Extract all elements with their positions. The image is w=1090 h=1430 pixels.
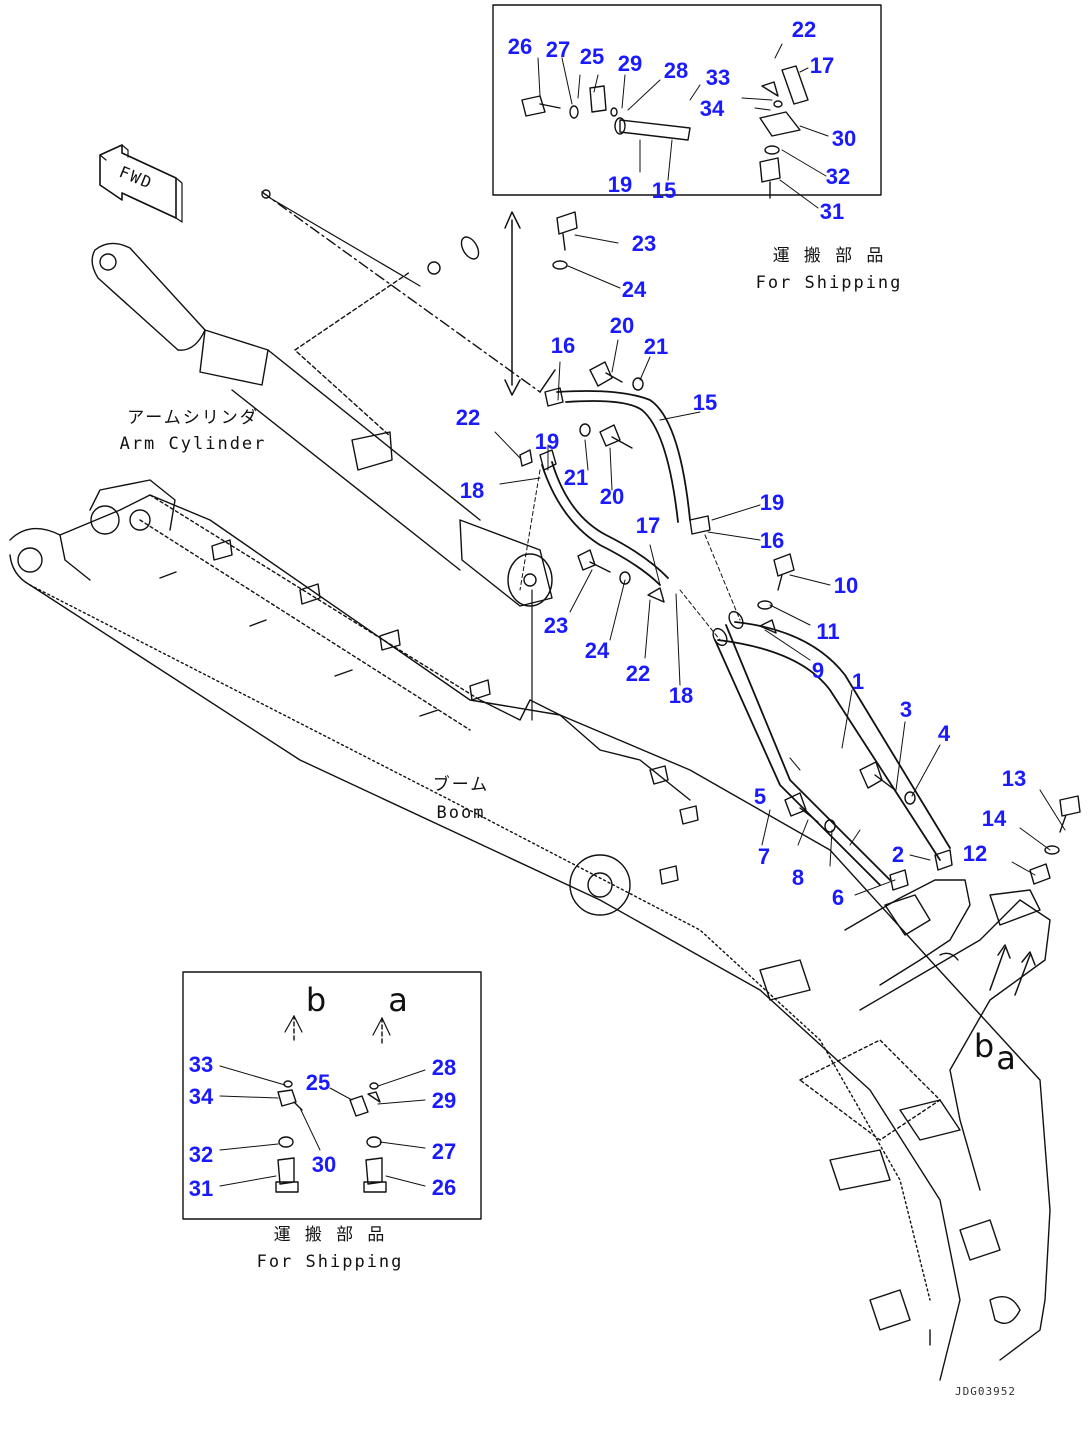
hose-assembly-15: [556, 390, 691, 523]
tube-assembly-1-5: [712, 610, 951, 886]
drawing-code: JDG03952: [955, 1385, 1016, 1398]
callout-30[interactable]: 30: [831, 126, 857, 151]
callout-26[interactable]: 26: [431, 1175, 457, 1200]
view-b-letter: b: [305, 981, 327, 1019]
arm-cylinder-label-jp: アームシリンダ: [127, 408, 259, 428]
view-a-letter: a: [388, 981, 408, 1019]
shipping-detail-box-bottom: [182, 971, 482, 1220]
callout-9[interactable]: 9: [811, 658, 825, 683]
callout-33[interactable]: 33: [705, 65, 731, 90]
callout-15[interactable]: 15: [692, 390, 718, 415]
callout-29[interactable]: 29: [617, 51, 643, 76]
fasteners-main: [519, 211, 1081, 891]
fwd-arrow-icon: [99, 144, 183, 223]
callout-21[interactable]: 21: [643, 334, 669, 359]
callout-26[interactable]: 26: [507, 34, 533, 59]
callout-1[interactable]: 1: [851, 669, 865, 694]
callout-13[interactable]: 13: [1001, 766, 1027, 791]
callout-17[interactable]: 17: [809, 53, 835, 78]
pipe-mount-bracket: [844, 879, 1041, 986]
callout-14[interactable]: 14: [981, 806, 1007, 831]
callout-7[interactable]: 7: [757, 844, 771, 869]
callout-23[interactable]: 23: [631, 231, 657, 256]
shipping-label-en-top: For Shipping: [755, 273, 903, 293]
boom-label-en: Boom: [436, 803, 486, 823]
arm-cylinder-label-en: Arm Cylinder: [119, 434, 267, 454]
callout-27[interactable]: 27: [431, 1139, 457, 1164]
callout-2[interactable]: 2: [891, 842, 905, 867]
callout-28[interactable]: 28: [663, 58, 689, 83]
shipping-label-jp-top: 運 搬 部 品: [772, 246, 886, 266]
callout-24[interactable]: 24: [584, 638, 610, 663]
callout-25[interactable]: 25: [579, 44, 605, 69]
marker-a-letter: a: [996, 1039, 1016, 1077]
callout-18[interactable]: 18: [459, 478, 485, 503]
callout-5[interactable]: 5: [753, 784, 767, 809]
callout-31[interactable]: 31: [188, 1176, 214, 1201]
callout-19[interactable]: 19: [759, 490, 785, 515]
callout-32[interactable]: 32: [825, 164, 851, 189]
callout-4[interactable]: 4: [937, 721, 951, 746]
boom-label-jp: ブーム: [432, 775, 490, 795]
callout-10[interactable]: 10: [833, 573, 859, 598]
top-detail-parts: [521, 43, 829, 209]
callout-27[interactable]: 27: [545, 37, 571, 62]
callout-25[interactable]: 25: [305, 1070, 331, 1095]
callout-29[interactable]: 29: [431, 1088, 457, 1113]
callout-22[interactable]: 22: [791, 17, 817, 42]
callout-19[interactable]: 19: [534, 429, 560, 454]
callout-3[interactable]: 3: [899, 697, 913, 722]
shipping-detail-box-top: [492, 4, 882, 196]
callout-16[interactable]: 16: [759, 528, 785, 553]
callout-11[interactable]: 11: [816, 619, 840, 644]
callout-21[interactable]: 21: [563, 465, 589, 490]
callout-32[interactable]: 32: [188, 1142, 214, 1167]
callout-17[interactable]: 17: [635, 513, 661, 538]
callout-28[interactable]: 28: [431, 1055, 457, 1080]
hose-assembly-17: [541, 461, 669, 586]
marker-b-letter: b: [973, 1027, 995, 1065]
arm-cylinder: [91, 242, 553, 607]
arm-cylinder-rod: [261, 189, 541, 437]
callout-16[interactable]: 16: [550, 333, 576, 358]
callout-30[interactable]: 30: [311, 1152, 337, 1177]
callout-31[interactable]: 31: [819, 199, 845, 224]
bottom-detail-parts: [219, 1015, 426, 1193]
callout-19[interactable]: 19: [607, 172, 633, 197]
callout-23[interactable]: 23: [543, 613, 569, 638]
callout-34[interactable]: 34: [188, 1084, 214, 1109]
callout-22[interactable]: 22: [625, 661, 651, 686]
view-arrows: [989, 944, 1036, 996]
shipping-label-jp-bottom: 運 搬 部 品: [273, 1225, 387, 1245]
callout-33[interactable]: 33: [188, 1052, 214, 1077]
leader-lines: [494, 211, 1066, 896]
callout-34[interactable]: 34: [699, 96, 725, 121]
callout-24[interactable]: 24: [621, 277, 647, 302]
boom-structure: [9, 479, 1051, 1381]
callout-15[interactable]: 15: [651, 178, 677, 203]
callout-20[interactable]: 20: [609, 313, 635, 338]
callout-18[interactable]: 18: [668, 683, 694, 708]
callout-12[interactable]: 12: [962, 841, 988, 866]
callout-20[interactable]: 20: [599, 484, 625, 509]
callout-6[interactable]: 6: [831, 885, 845, 910]
callout-8[interactable]: 8: [791, 865, 805, 890]
callout-22[interactable]: 22: [455, 405, 481, 430]
shipping-label-en-bottom: For Shipping: [256, 1252, 404, 1272]
